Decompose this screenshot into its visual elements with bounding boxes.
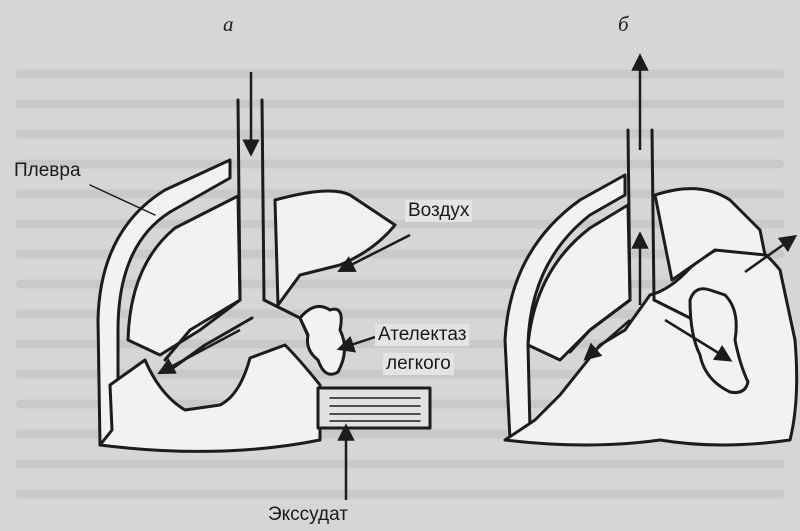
air-label: Воздух bbox=[405, 200, 472, 222]
atelectasis-label-line1: Ателектаз bbox=[375, 324, 469, 346]
pleura-label: Плевра bbox=[14, 160, 81, 182]
panel-label-b: б bbox=[618, 12, 629, 37]
panel-a-lung bbox=[100, 345, 320, 451]
panel-a-atelectasis bbox=[300, 306, 345, 374]
panel-a-exudate bbox=[318, 388, 430, 428]
panel-a-drawing bbox=[90, 100, 430, 451]
exudate-label: Экссудат bbox=[268, 504, 348, 526]
panel-label-a: а bbox=[223, 12, 234, 37]
atelectasis-label-line2: легкого bbox=[383, 353, 454, 375]
